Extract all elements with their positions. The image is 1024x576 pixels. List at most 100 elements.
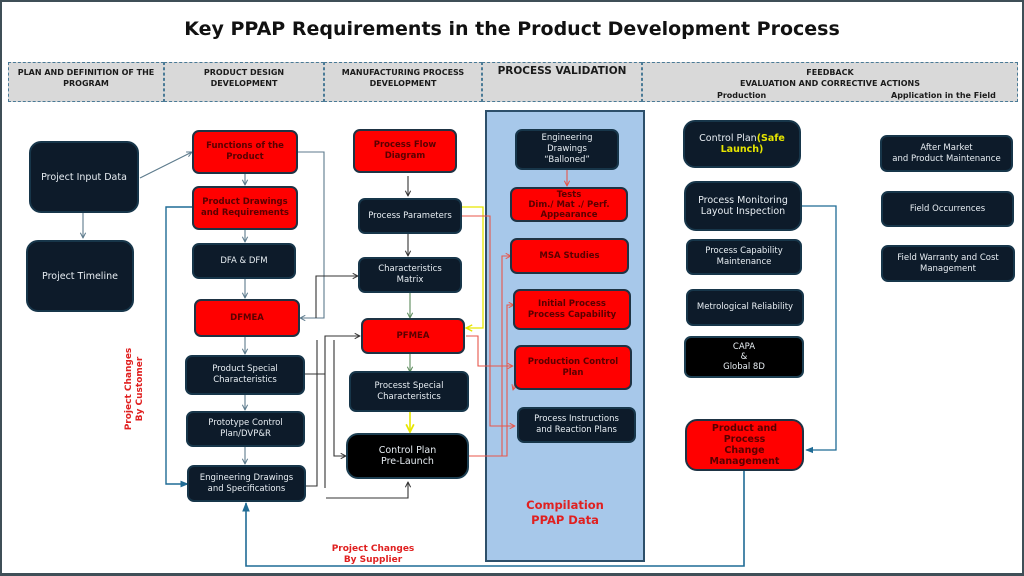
box-label-line: Engineering (541, 133, 593, 143)
box-label: PFMEA (396, 330, 430, 341)
diagram-title: Key PPAP Requirements in the Product Dev… (184, 18, 840, 40)
box-label-line: After Market (920, 142, 973, 153)
label-line: By Customer (135, 356, 145, 422)
phase-header-feedback: FEEDBACK EVALUATION AND CORRECTIVE ACTIO… (642, 62, 1018, 102)
box-label-line: Change Management (709, 445, 780, 467)
box-label: Process Parameters (368, 210, 452, 221)
label-line: By Supplier (343, 555, 403, 565)
box-label-line: Initial Process (538, 298, 606, 309)
box-label-line: Plan/DVP&R (220, 429, 271, 439)
box-label: DFA & DFM (220, 255, 268, 266)
header-line: PLAN AND DEFINITION OF THE (17, 68, 155, 77)
box-label-line: Layout Inspection (700, 206, 786, 217)
box-dfa-dfm[interactable]: DFA & DFM (192, 243, 296, 279)
box-label-line: Tests (556, 189, 582, 200)
box-msa-studies[interactable]: MSA Studies (510, 238, 629, 274)
box-label-line: Management (919, 263, 976, 274)
box-label: DFMEA (230, 312, 264, 323)
compilation-line: Compilation (526, 498, 604, 512)
box-metrological-reliability[interactable]: Metrological Reliability (686, 289, 804, 326)
box-label-line: & (740, 352, 748, 362)
header-line: DEVELOPMENT (210, 79, 278, 88)
header-line: PROCESS VALIDATION (497, 65, 627, 77)
box-label-line: Processt Special (374, 380, 444, 391)
box-label-line: Control Plan (378, 445, 437, 456)
box-label-line: Appearance (540, 209, 598, 220)
box-control-plan-safe-launch[interactable]: Control Plan(Safe Launch) (683, 120, 801, 168)
header-line: DEVELOPMENT (369, 79, 437, 88)
box-process-parameters[interactable]: Process Parameters (358, 198, 462, 234)
box-capa-global-8d[interactable]: CAPA&Global 8D (684, 336, 804, 378)
highlight-text: Launch) (720, 144, 764, 155)
box-label-line: Dim./ Mat ./ Perf. (528, 199, 610, 210)
box-label-line: Pre-Launch (381, 456, 434, 467)
box-label-line: Process Capability (705, 246, 783, 256)
phase-header-plan: PLAN AND DEFINITION OF THE PROGRAM (8, 62, 164, 102)
subheader-production: Production (717, 91, 767, 100)
box-label-line: Product (226, 152, 264, 162)
box-label-line: Characteristics (213, 375, 277, 385)
box-label-line: Process Flow (373, 140, 437, 150)
compilation-line: PPAP Data (531, 513, 599, 527)
label-line: Project Changes (331, 544, 415, 554)
box-label-line: Engineering Drawings (199, 472, 294, 483)
highlight-text: (Safe (756, 133, 785, 144)
header-line: FEEDBACK (806, 68, 854, 77)
validation-panel (485, 110, 645, 562)
box-label-line: Drawings (547, 144, 587, 154)
header-line: PRODUCT DESIGN (203, 68, 285, 77)
box-label: Field Occurrences (909, 203, 986, 214)
header-line: EVALUATION AND CORRECTIVE ACTIONS (740, 79, 920, 88)
box-label-line: Product Drawings (202, 197, 288, 207)
box-label-line: Production Control (527, 356, 619, 367)
box-label-line: and Specifications (207, 483, 286, 494)
box-label-line: “Balloned” (544, 155, 590, 165)
phase-header-design: PRODUCT DESIGN DEVELOPMENT (164, 62, 324, 102)
box-project-timeline[interactable]: Project Timeline (26, 240, 134, 312)
box-dfmea[interactable]: DFMEA (194, 299, 300, 337)
box-label-line: CAPA (732, 342, 756, 352)
label-line: Project Changes (124, 347, 134, 431)
box-label: Project Timeline (42, 270, 118, 282)
label-project-changes-by-customer: Project Changes By Customer (124, 344, 146, 434)
box-label-line: Matrix (396, 275, 424, 285)
box-label: Metrological Reliability (696, 302, 794, 312)
label-project-changes-by-supplier: Project Changes By Supplier (318, 544, 428, 566)
header-line: MANUFACTURING PROCESS (341, 68, 465, 77)
phase-header-validation: PROCESS VALIDATION (482, 62, 642, 102)
box-field-occurrences[interactable]: Field Occurrences (881, 191, 1014, 227)
box-label-line: Global 8D (723, 362, 765, 372)
box-label-line: Process Instructions (534, 414, 619, 424)
box-label-line: Field Warranty and Cost (897, 252, 999, 263)
box-label-line: Diagram (384, 151, 426, 161)
box-label-line: Functions of the (206, 141, 284, 151)
box-label-line: Product Special (212, 364, 278, 374)
compilation-ppap-label: Compilation PPAP Data (485, 498, 645, 528)
box-label-line: and Reaction Plans (536, 425, 617, 435)
box-label-line: Characteristics (378, 264, 442, 274)
box-label-line: and Product Maintenance (892, 153, 1001, 164)
box-pfmea[interactable]: PFMEA (361, 318, 465, 354)
header-line: PROGRAM (63, 79, 109, 88)
box-project-input-data[interactable]: Project Input Data (29, 141, 139, 213)
box-label-line: Prototype Control (208, 418, 283, 428)
